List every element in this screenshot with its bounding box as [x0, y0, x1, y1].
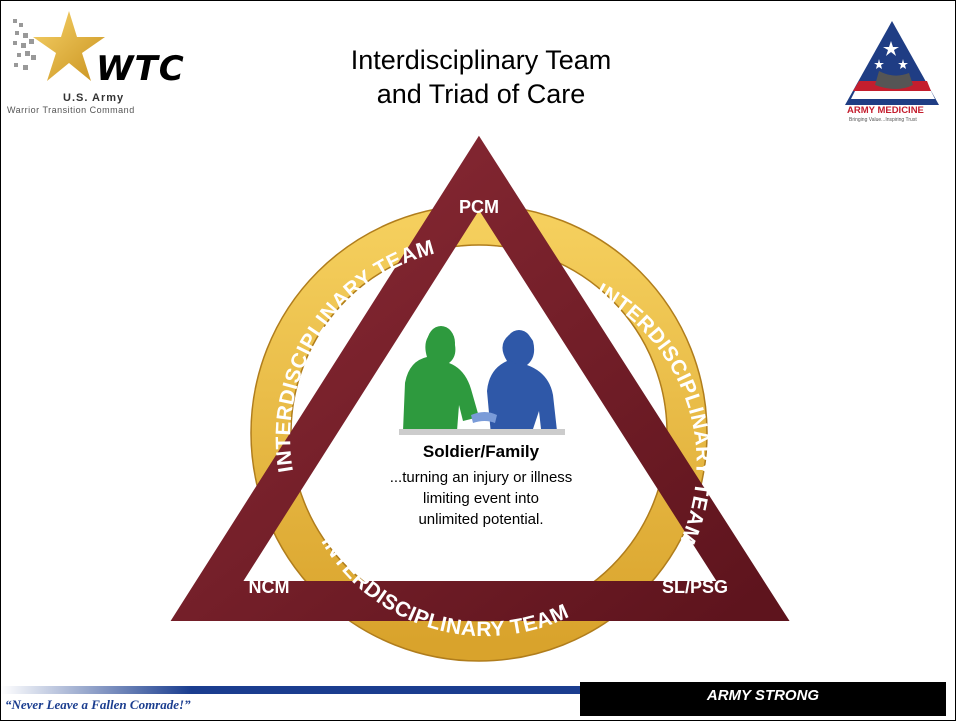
page-title: Interdisciplinary Team and Triad of Care [301, 43, 661, 111]
flag-triangle-icon [845, 21, 939, 105]
footer-bar [191, 686, 591, 694]
center-title: Soldier/Family [422, 442, 540, 461]
footer-bar-fade [1, 686, 191, 694]
army-medicine-logo: ARMY MEDICINE Bringing Value...Inspiring… [839, 19, 945, 123]
center-line-1: ...turning an injury or illness [389, 469, 573, 486]
wtc-command-text: Warrior Transition Command [7, 105, 135, 115]
footer-slogan: ARMY STRONG [580, 682, 946, 716]
center-line-3: unlimited potential. [418, 511, 544, 528]
triad-triangle [170, 135, 790, 621]
corner-label-pcm: PCM [459, 197, 499, 217]
corner-label-ncm: NCM [249, 577, 290, 597]
army-medicine-tagline: Bringing Value...Inspiring Trust [849, 117, 917, 123]
corner-label-slpsg: SL/PSG [662, 577, 728, 597]
title-line-1: Interdisciplinary Team [350, 45, 612, 75]
wtc-wordmark: WTC [96, 49, 185, 89]
gold-star-icon [13, 11, 105, 81]
wtc-army-text: U.S. Army [63, 92, 125, 104]
title-line-2: and Triad of Care [376, 79, 586, 109]
footer-motto: “Never Leave a Fallen Comrade!” [5, 697, 191, 712]
wtc-logo: WTC U.S. Army Warrior Transition Command [1, 9, 271, 121]
army-medicine-title: ARMY MEDICINE [847, 105, 924, 116]
center-line-2: limiting event into [423, 490, 539, 507]
team-ring [251, 205, 707, 661]
soldier-family-figures-icon [399, 326, 565, 435]
